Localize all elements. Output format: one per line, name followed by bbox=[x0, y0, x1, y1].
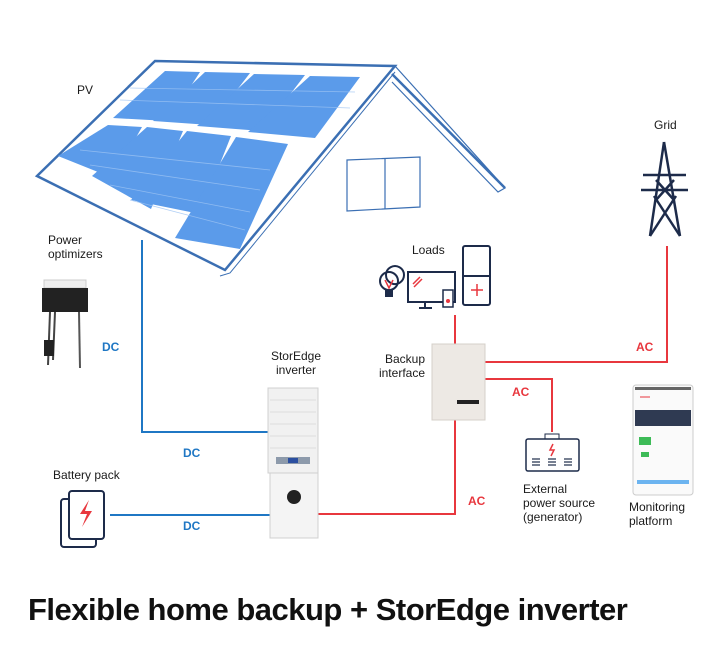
generator-backup-ac-label: AC bbox=[512, 385, 530, 399]
external-power-label-line3: (generator) bbox=[523, 510, 583, 524]
grid-to-backup-ac-line bbox=[485, 246, 668, 363]
optimizer-dc-label: DC bbox=[102, 340, 120, 354]
backup-interface-box-icon bbox=[431, 343, 486, 421]
backup-interface-label-line1: Backup bbox=[384, 352, 425, 366]
storedge-inverter-label-line2: inverter bbox=[275, 363, 316, 377]
grid-backup-ac-label: AC bbox=[636, 340, 654, 354]
backup-interface-label-line2: interface bbox=[378, 366, 425, 380]
monitoring-label-line1: Monitoring bbox=[629, 500, 686, 514]
generator-to-backup-ac-line bbox=[485, 378, 553, 432]
inverter-backup-ac-label: AC bbox=[468, 494, 486, 508]
monitoring-label-line2: platform bbox=[629, 514, 673, 528]
battery-pack-label: Battery pack bbox=[53, 468, 120, 482]
ac-lines bbox=[318, 246, 668, 515]
refrigerator-icon bbox=[462, 245, 491, 306]
power-optimizers-label: Power optimizers bbox=[48, 233, 103, 261]
external-power-label-line1: External bbox=[523, 482, 568, 496]
storedge-inverter-label: StorEdge inverter bbox=[264, 349, 328, 377]
power-optimizers-label-line1: Power bbox=[48, 233, 83, 247]
inverter-icon bbox=[267, 387, 319, 539]
page-title: Flexible home backup + StorEdge inverter bbox=[28, 592, 628, 627]
battery-inverter-dc-label: DC bbox=[183, 519, 201, 533]
solar-panel-array-icon bbox=[34, 59, 398, 277]
pv-to-inverter-dc-line bbox=[141, 240, 268, 433]
external-power-label: External power source (generator) bbox=[523, 482, 595, 524]
light-bulb-icon bbox=[379, 265, 405, 297]
transmission-tower-icon bbox=[641, 141, 688, 237]
monitoring-label: Monitoring platform bbox=[629, 500, 685, 528]
external-power-label-line2: power source bbox=[523, 496, 596, 510]
power-optimizer-icon bbox=[42, 279, 88, 369]
house-outline bbox=[346, 65, 506, 212]
battery-lightning-icon bbox=[60, 490, 105, 548]
dc-lines bbox=[110, 240, 272, 516]
pv-label: PV bbox=[77, 83, 94, 97]
smartphone-app-icon bbox=[632, 384, 694, 496]
generator-icon bbox=[525, 433, 580, 472]
storedge-inverter-label-line1: StorEdge bbox=[270, 349, 322, 363]
tv-monitor-icon bbox=[407, 271, 456, 309]
pv-inverter-dc-label: DC bbox=[183, 446, 201, 460]
backup-interface-label: Backup interface bbox=[367, 352, 425, 380]
grid-label: Grid bbox=[654, 118, 677, 132]
house-window bbox=[346, 156, 421, 212]
loads-label: Loads bbox=[412, 243, 445, 257]
power-optimizers-label-line2: optimizers bbox=[48, 247, 103, 261]
inverter-to-backup-ac-line bbox=[318, 420, 456, 515]
